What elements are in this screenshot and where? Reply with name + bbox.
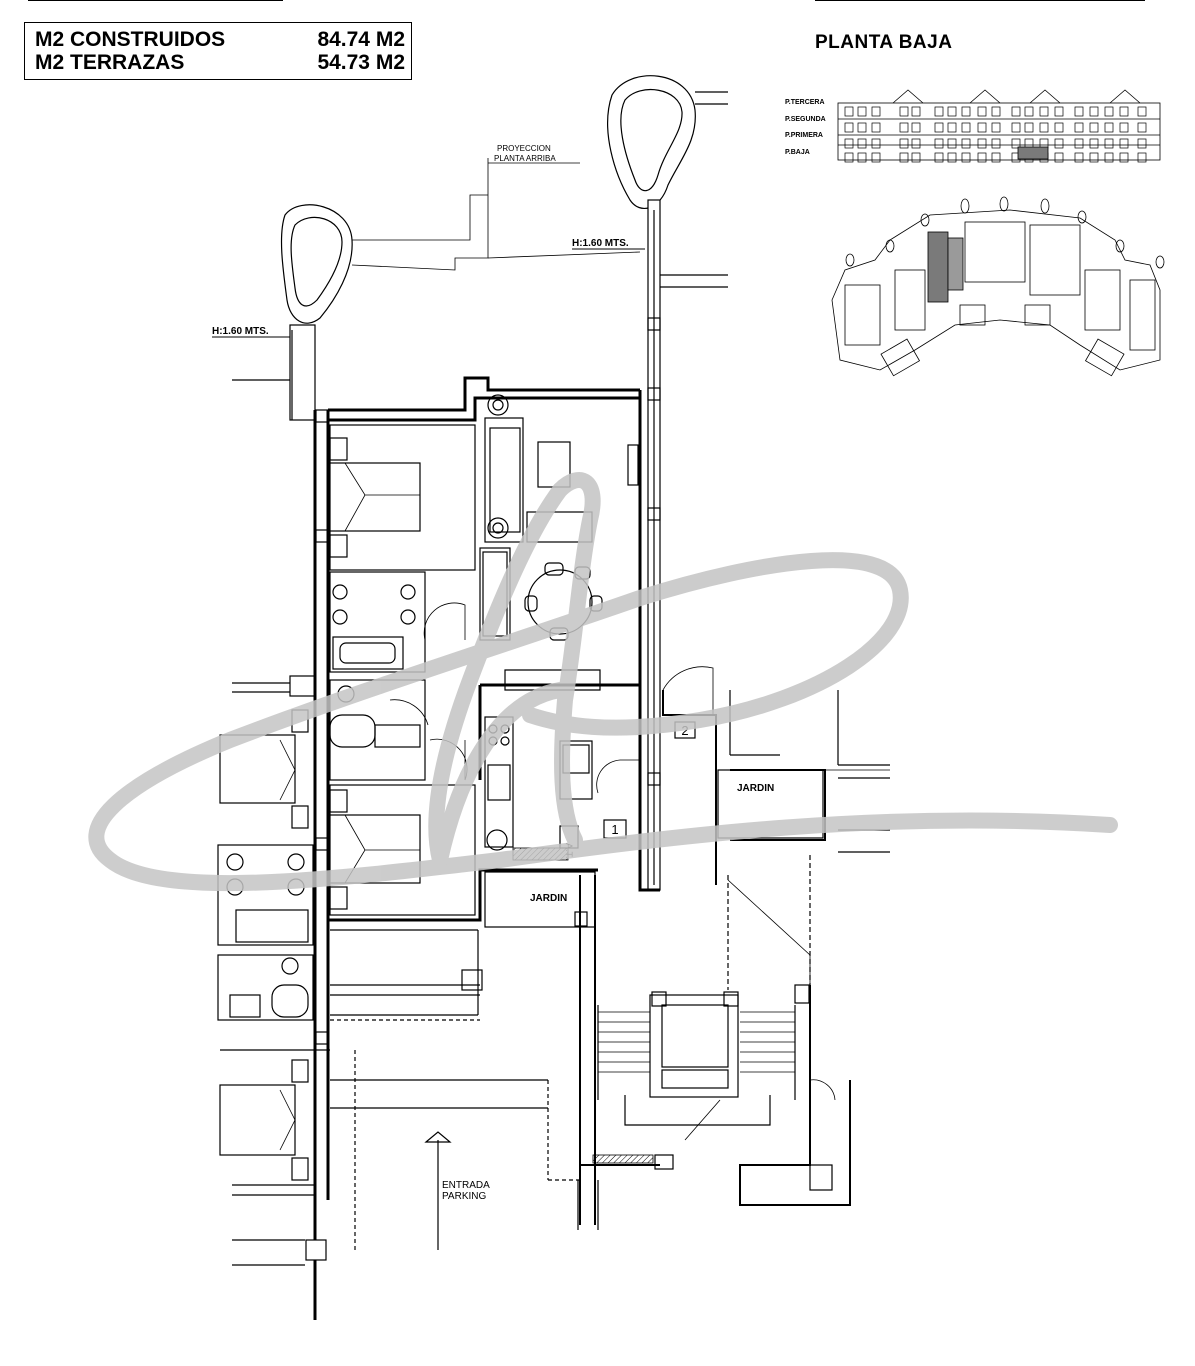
terrace-area-label: M2 TERRAZAS [35, 51, 185, 74]
terrace-area-value: 54.73 M2 [317, 51, 405, 74]
level-label-third: P.TERCERA [785, 99, 825, 106]
cropped-heading-left [28, 0, 283, 1]
site-key-plan [831, 196, 1165, 377]
building-elevation-key [837, 89, 1161, 163]
built-area-label: M2 CONSTRUIDOS [35, 28, 226, 51]
sheet-title: PLANTA BAJA [815, 32, 953, 53]
watermark-logo [88, 472, 1118, 892]
marker-2-label: 2 [681, 723, 688, 738]
cropped-heading-right [815, 0, 1145, 1]
garden-label-center: JARDIN [530, 893, 567, 904]
level-label-first: P.PRIMERA [785, 132, 823, 139]
projection-label-line2: PLANTA ARRIBA [494, 154, 556, 163]
entrance-label-line1: ENTRADA [442, 1180, 490, 1191]
projection-label-line1: PROYECCION [497, 144, 551, 153]
level-label-second: P.SEGUNDA [785, 116, 826, 123]
area-table: M2 CONSTRUIDOS 84.74 M2 M2 TERRAZAS 54.7… [24, 22, 412, 80]
entrance-label-line2: PARKING [442, 1191, 486, 1202]
level-label-ground: P.BAJA [785, 149, 810, 156]
planter-left [280, 204, 353, 324]
built-area-value: 84.74 M2 [317, 28, 405, 51]
terrace-area-row: M2 TERRAZAS 54.73 M2 [35, 51, 405, 77]
built-area-row: M2 CONSTRUIDOS 84.74 M2 [35, 28, 405, 54]
garden-label-right: JARDIN [737, 783, 774, 794]
height-label-left: H:1.60 MTS. [212, 326, 269, 337]
marker-1-label: 1 [611, 822, 618, 837]
planter-right [607, 75, 696, 209]
height-label-right: H:1.60 MTS. [572, 238, 629, 249]
